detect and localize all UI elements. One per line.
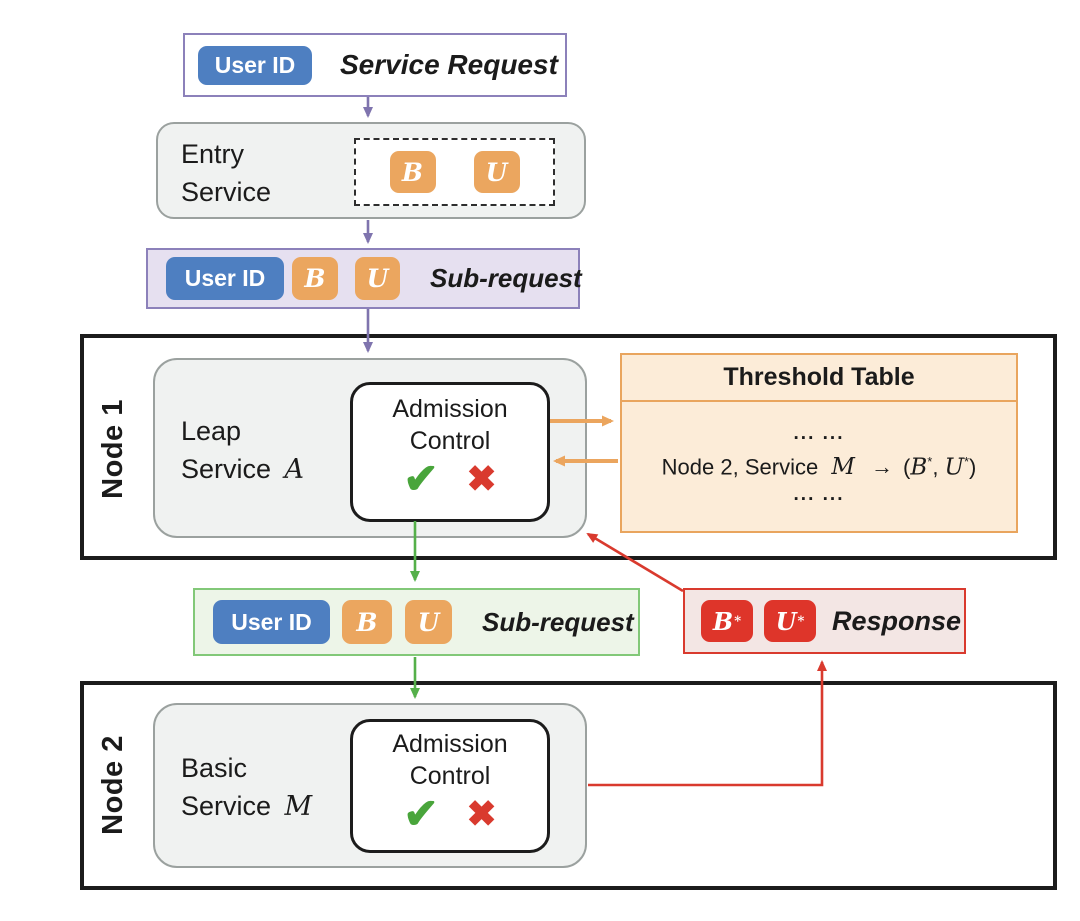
threshold-row-ellipsis-top: ... ... (793, 422, 845, 444)
basic-service-var: M (284, 791, 313, 822)
rule-comma: , (932, 454, 945, 480)
leap-service-word: Service (181, 454, 272, 484)
token-u-badge: U (355, 257, 400, 300)
leap-service-title: Leap Service A (181, 412, 304, 489)
token-u-star: * (797, 613, 805, 629)
token-u-star-badge: U* (764, 600, 816, 642)
rule-u: U (944, 454, 964, 481)
service-request-box: User ID Service Request (183, 33, 567, 97)
rule-var: M (831, 454, 855, 481)
node1-label: Node 1 (97, 399, 129, 499)
admission-icons: ✔ ✖ (403, 458, 496, 500)
token-b-letter: B (712, 606, 734, 636)
node2-admission-control-box: Admission Control ✔ ✖ (350, 719, 550, 853)
basic-service-box: Basic Service M Admission Control ✔ ✖ (153, 703, 587, 868)
entry-service-title-line1: Entry (181, 139, 245, 169)
basic-service-title-line1: Basic (181, 753, 248, 783)
user-id-badge: User ID (213, 600, 330, 644)
threshold-row-rule: Node 2, Service M →(B*, U*) (662, 447, 977, 482)
admission-line1: Admission (392, 730, 508, 758)
token-b-badge: B (342, 600, 392, 644)
rule-arrow: → (871, 454, 894, 480)
cross-icon: ✖ (466, 458, 497, 499)
token-b-star: * (734, 613, 742, 629)
entry-service-title-line2: Service (181, 177, 272, 207)
token-u-letter: U (775, 606, 797, 636)
token-holder-dashed-box: B U (354, 138, 555, 206)
user-id-badge: User ID (198, 45, 312, 85)
threshold-table: Threshold Table ... ... Node 2, Service … (620, 353, 1018, 533)
token-b-star-badge: B* (701, 600, 753, 642)
response-label: Response (832, 605, 962, 636)
rule-b-star: * (927, 453, 933, 469)
threshold-row-ellipsis-bottom: ... ... (793, 484, 845, 506)
admission-icons: ✔ ✖ (403, 793, 496, 835)
admission-line1: Admission (392, 395, 508, 423)
leap-service-box: Leap Service A Admission Control ✔ ✖ (153, 358, 587, 538)
threshold-table-body: ... ... Node 2, Service M →(B*, U*) ... … (622, 402, 1016, 531)
node2-label: Node 2 (97, 735, 129, 835)
sub-request-label: Sub-request (430, 263, 582, 293)
basic-service-word: Service (181, 791, 272, 821)
leap-service-var: A (284, 454, 305, 485)
cross-icon: ✖ (466, 793, 497, 834)
entry-service-title: Entry Service (181, 135, 271, 211)
basic-service-title: Basic Service M (181, 749, 312, 826)
service-request-label: Service Request (340, 49, 558, 80)
admission-line2: Control (409, 427, 491, 455)
check-icon: ✔ (403, 790, 439, 837)
rule-b: B (910, 454, 928, 481)
sub-request-purple-box: User ID B U Sub-request (146, 248, 582, 309)
leap-service-title-line2: Service A (181, 450, 304, 489)
threshold-table-title: Threshold Table (622, 355, 1016, 402)
rule-u-star: * (963, 453, 969, 469)
rule-open-paren: ( (903, 454, 911, 480)
response-box: B* U* Response (683, 588, 966, 654)
token-u-badge: U (473, 151, 520, 193)
entry-service-box: Entry Service B U (156, 122, 586, 219)
leap-service-title-line1: Leap (181, 416, 242, 446)
rule-prefix: Node 2, Service (661, 454, 819, 480)
basic-service-title-line2: Service M (181, 787, 312, 826)
token-b-badge: B (389, 151, 436, 193)
token-u-badge: U (405, 600, 452, 644)
node1-admission-control-box: Admission Control ✔ ✖ (350, 382, 550, 522)
check-icon: ✔ (403, 455, 439, 502)
admission-line2: Control (409, 762, 491, 790)
sub-request-label: Sub-request (482, 606, 634, 637)
sub-request-green-box: User ID B U Sub-request (193, 588, 640, 656)
token-b-badge: B (292, 257, 338, 300)
rule-close-paren: ) (969, 454, 977, 480)
user-id-badge: User ID (166, 257, 284, 300)
